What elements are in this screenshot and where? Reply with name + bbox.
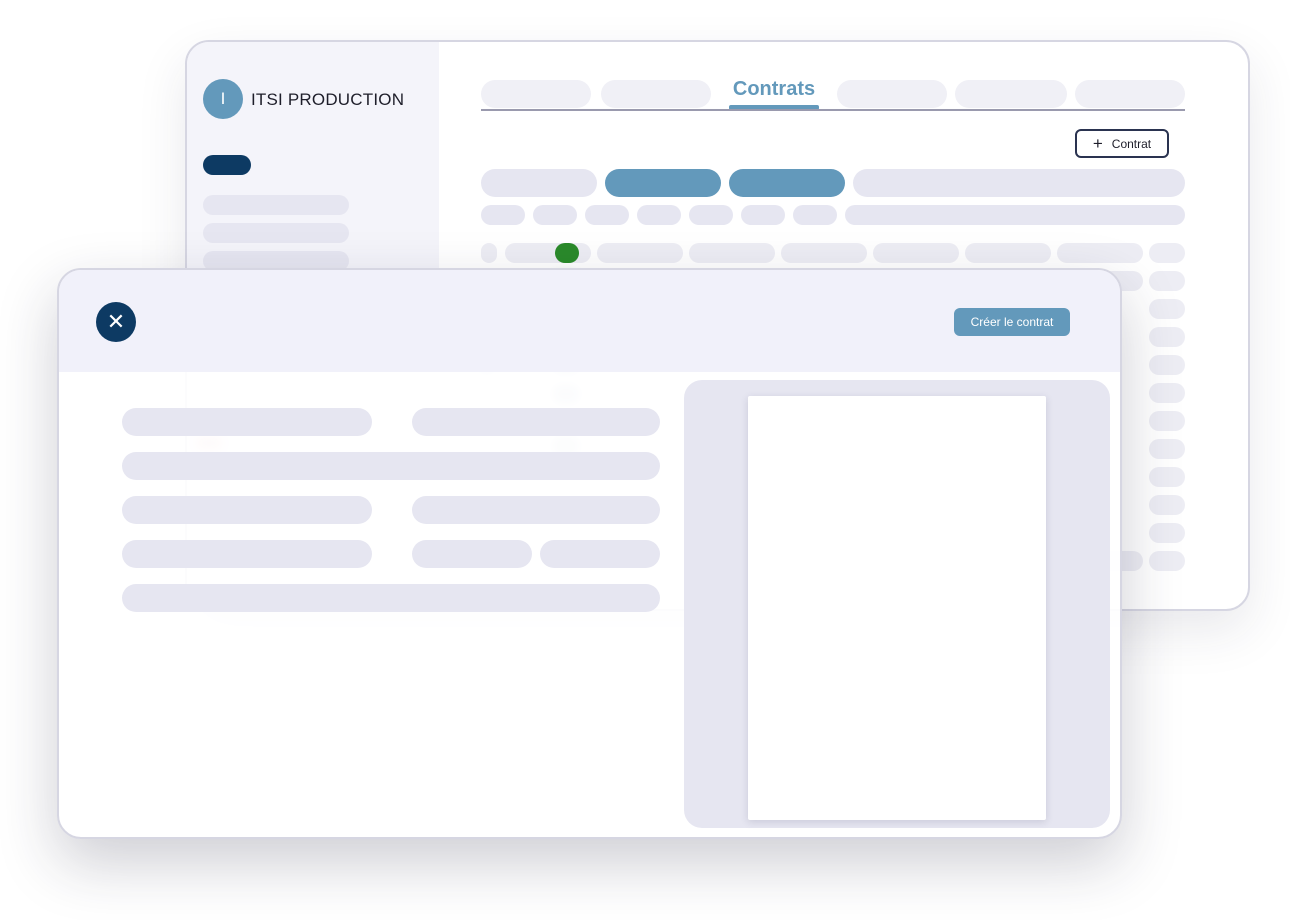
create-contract-button[interactable]: Créer le contrat bbox=[954, 308, 1070, 336]
form-field[interactable] bbox=[122, 540, 372, 568]
table-cell bbox=[1149, 439, 1185, 459]
add-contract-button[interactable]: + Contrat bbox=[1075, 129, 1169, 158]
company-avatar[interactable]: I bbox=[203, 79, 243, 119]
table-cell bbox=[689, 243, 775, 263]
table-cell bbox=[1149, 271, 1185, 291]
close-icon[interactable]: ✕ bbox=[96, 302, 136, 342]
form-field[interactable] bbox=[412, 408, 660, 436]
table-cell bbox=[1149, 551, 1185, 571]
sidebar-item-active[interactable] bbox=[203, 155, 251, 175]
table-cell bbox=[1149, 327, 1185, 347]
tab[interactable] bbox=[837, 80, 947, 108]
company-name: ITSI PRODUCTION bbox=[251, 90, 405, 109]
table-cell bbox=[1149, 467, 1185, 487]
add-contract-label: Contrat bbox=[1111, 136, 1152, 151]
filter-chip[interactable] bbox=[481, 169, 597, 197]
table-cell bbox=[1149, 243, 1185, 263]
status-badge bbox=[555, 243, 579, 263]
tab[interactable] bbox=[601, 80, 711, 108]
column-header[interactable] bbox=[637, 205, 681, 225]
form-field[interactable] bbox=[122, 452, 660, 480]
table-cell bbox=[597, 243, 683, 263]
sidebar-item[interactable] bbox=[203, 223, 349, 243]
table-cell bbox=[1149, 495, 1185, 515]
row-checkbox[interactable] bbox=[481, 243, 497, 263]
tab-contrats[interactable]: Contrats bbox=[732, 78, 816, 100]
table-cell bbox=[1149, 383, 1185, 403]
plus-icon: + bbox=[1092, 134, 1103, 153]
create-contract-modal: ✕ Créer le contrat bbox=[57, 268, 1122, 839]
table-cell bbox=[1149, 523, 1185, 543]
table-cell bbox=[965, 243, 1051, 263]
form-field[interactable] bbox=[122, 408, 372, 436]
column-header[interactable] bbox=[689, 205, 733, 225]
column-header[interactable] bbox=[585, 205, 629, 225]
table-cell bbox=[1149, 355, 1185, 375]
column-header[interactable] bbox=[481, 205, 525, 225]
table-cell bbox=[1149, 299, 1185, 319]
filter-chip-selected[interactable] bbox=[729, 169, 845, 197]
form-field[interactable] bbox=[540, 540, 660, 568]
form-field[interactable] bbox=[412, 540, 532, 568]
tab-bar-divider bbox=[481, 109, 1185, 111]
modal-header: ✕ Créer le contrat bbox=[59, 270, 1120, 372]
table-cell bbox=[1057, 243, 1143, 263]
column-header[interactable] bbox=[845, 205, 1185, 225]
form-field[interactable] bbox=[122, 496, 372, 524]
sidebar-item[interactable] bbox=[203, 251, 349, 271]
document-preview-panel bbox=[684, 380, 1110, 828]
tab[interactable] bbox=[955, 80, 1067, 108]
table-cell bbox=[873, 243, 959, 263]
tab[interactable] bbox=[481, 80, 591, 108]
tab-active-indicator bbox=[729, 105, 819, 110]
form-field[interactable] bbox=[412, 496, 660, 524]
search-bar[interactable] bbox=[853, 169, 1185, 197]
document-page[interactable] bbox=[748, 396, 1046, 820]
tab[interactable] bbox=[1075, 80, 1185, 108]
table-cell bbox=[1149, 411, 1185, 431]
column-header[interactable] bbox=[533, 205, 577, 225]
sidebar-item[interactable] bbox=[203, 195, 349, 215]
form-field[interactable] bbox=[122, 584, 660, 612]
column-header[interactable] bbox=[793, 205, 837, 225]
column-header[interactable] bbox=[741, 205, 785, 225]
table-cell bbox=[781, 243, 867, 263]
filter-chip-selected[interactable] bbox=[605, 169, 721, 197]
